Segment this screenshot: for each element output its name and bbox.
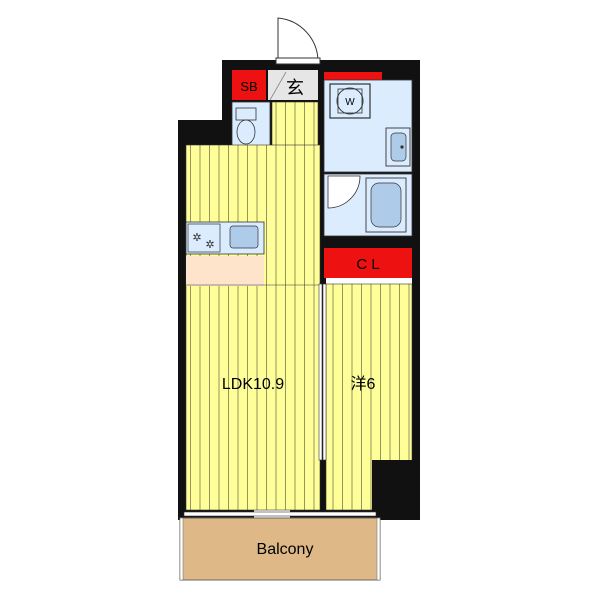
balcony-label: Balcony <box>257 541 314 558</box>
sink-icon <box>385 127 411 167</box>
ldk-room <box>185 144 321 511</box>
kitchen-sink-icon <box>229 225 259 249</box>
entrance-label: 玄 <box>286 78 304 98</box>
bath-door <box>327 175 361 209</box>
washer-label: W <box>345 97 355 108</box>
wall-left <box>178 120 186 520</box>
counter-peninsula <box>186 256 264 286</box>
western-label: 洋6 <box>351 375 376 393</box>
stove-icon: ✲ ✲ <box>187 223 221 253</box>
svg-text:✲: ✲ <box>205 238 214 251</box>
red-strip <box>324 72 382 80</box>
balcony-window <box>183 511 377 517</box>
washer-icon <box>329 83 371 119</box>
shoe-box <box>232 70 266 100</box>
closet <box>324 248 412 278</box>
sliding-door-ldk-western <box>318 283 327 461</box>
svg-text:✲: ✲ <box>192 231 201 244</box>
closet-label: C L <box>356 256 379 273</box>
balcony <box>179 517 381 581</box>
wall-closet-band <box>320 236 416 248</box>
shoe-box-label: SB <box>240 79 257 94</box>
entrance-floor <box>268 70 318 100</box>
toilet-icon <box>235 107 257 145</box>
wall-right <box>412 60 420 518</box>
ldk-label: LDK10.9 <box>222 376 284 393</box>
entrance-door <box>275 17 321 65</box>
bathtub-icon <box>365 177 407 233</box>
